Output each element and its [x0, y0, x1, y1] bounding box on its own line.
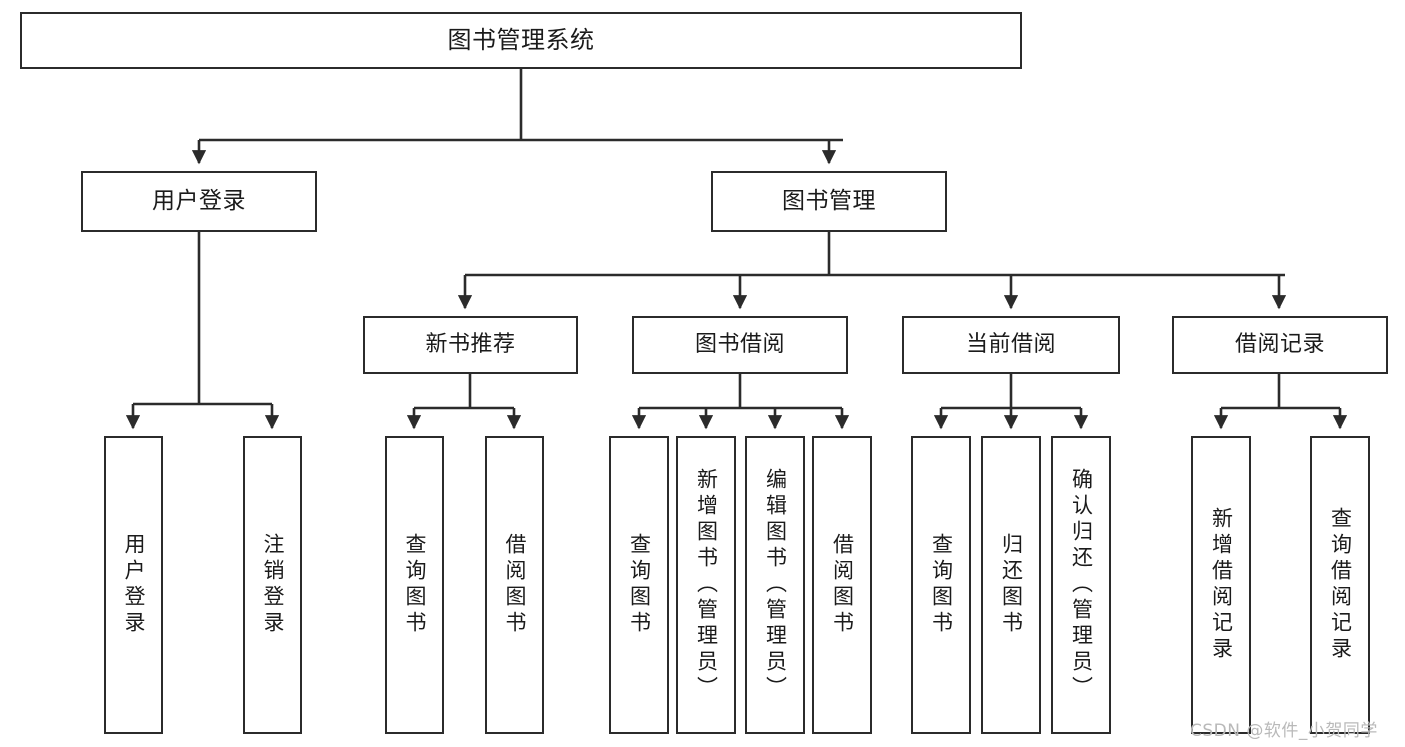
leaf-current-query-book[interactable]: 查询图书 — [911, 436, 971, 734]
node-user-login[interactable]: 用户登录 — [81, 171, 317, 232]
leaf-borrow-query-book[interactable]: 查询图书 — [609, 436, 669, 734]
node-label: 查询借阅记录 — [1328, 507, 1353, 663]
leaf-borrow-edit-book-admin[interactable]: 编辑图书（管理员） — [745, 436, 805, 734]
leaf-current-return-book[interactable]: 归还图书 — [981, 436, 1041, 734]
node-label: 借阅图书 — [503, 533, 527, 637]
node-label: 借阅图书 — [830, 533, 855, 637]
node-label: 归还图书 — [999, 533, 1024, 637]
node-root-system[interactable]: 图书管理系统 — [20, 12, 1022, 69]
watermark: CSDN @软件_小贺同学 — [1190, 721, 1378, 741]
node-label: 图书管理 — [782, 187, 876, 214]
node-label: 查询图书 — [627, 533, 652, 637]
node-label: 当前借阅 — [965, 332, 1056, 358]
leaf-record-add[interactable]: 新增借阅记录 — [1191, 436, 1251, 734]
node-current-borrow[interactable]: 当前借阅 — [902, 316, 1120, 374]
node-label: 编辑图书（管理员） — [763, 468, 788, 702]
leaf-record-query[interactable]: 查询借阅记录 — [1310, 436, 1370, 734]
leaf-current-confirm-return-admin[interactable]: 确认归还（管理员） — [1051, 436, 1111, 734]
leaf-user-login[interactable]: 用户登录 — [104, 436, 163, 734]
node-label: 新增图书（管理员） — [694, 468, 719, 702]
node-label: 借阅记录 — [1234, 332, 1325, 358]
node-label: 新书推荐 — [425, 332, 516, 358]
node-borrow-record[interactable]: 借阅记录 — [1172, 316, 1388, 374]
leaf-logout[interactable]: 注销登录 — [243, 436, 302, 734]
node-label: 注销登录 — [261, 533, 285, 637]
node-label: 图书借阅 — [694, 332, 785, 358]
node-label: 图书管理系统 — [447, 26, 595, 55]
node-label: 确认归还（管理员） — [1069, 468, 1094, 702]
node-new-book-recommend[interactable]: 新书推荐 — [363, 316, 578, 374]
leaf-recommend-query-book[interactable]: 查询图书 — [385, 436, 444, 734]
node-label: 用户登录 — [152, 187, 246, 214]
leaf-recommend-borrow-book[interactable]: 借阅图书 — [485, 436, 544, 734]
node-book-management[interactable]: 图书管理 — [711, 171, 947, 232]
leaf-borrow-add-book-admin[interactable]: 新增图书（管理员） — [676, 436, 736, 734]
node-label: 用户登录 — [122, 533, 146, 637]
node-label: 查询图书 — [929, 533, 954, 637]
node-label: 查询图书 — [403, 533, 427, 637]
leaf-borrow-borrow-book[interactable]: 借阅图书 — [812, 436, 872, 734]
node-book-borrow[interactable]: 图书借阅 — [632, 316, 848, 374]
node-label: 新增借阅记录 — [1209, 507, 1234, 663]
